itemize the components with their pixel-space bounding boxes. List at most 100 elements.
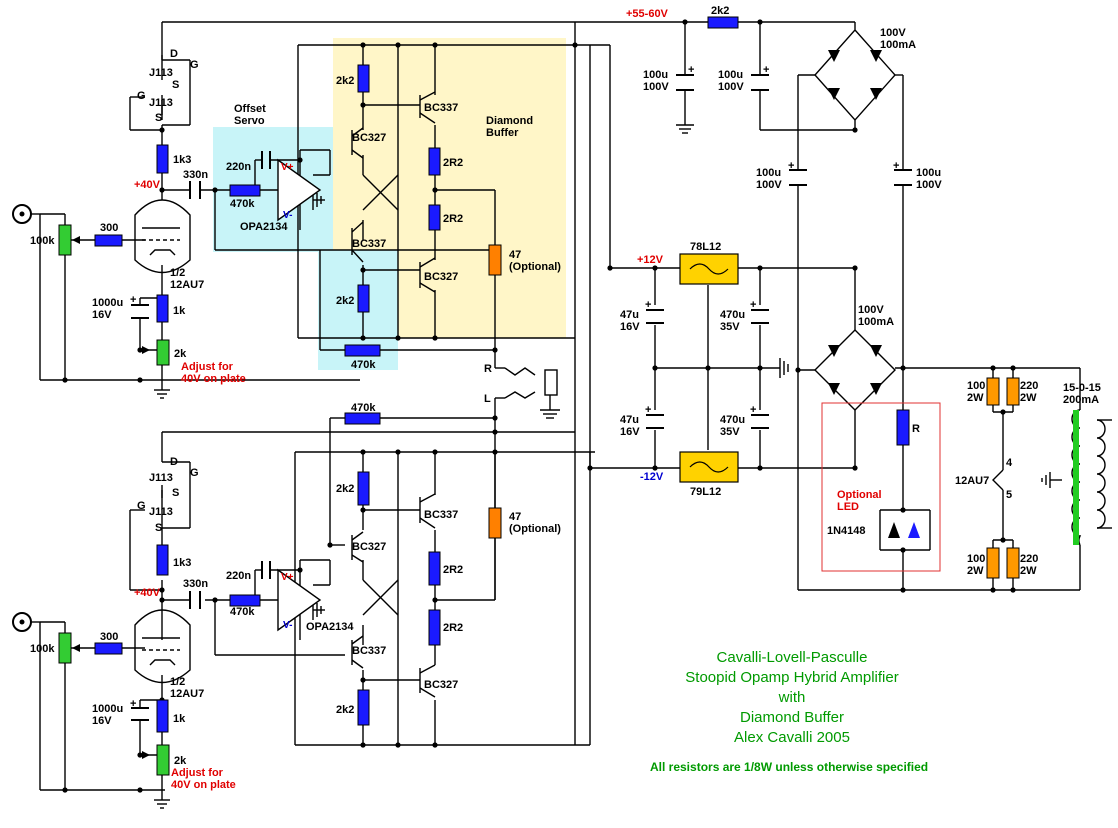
pin-d-3: D xyxy=(170,456,178,468)
input-jacks xyxy=(12,204,32,632)
capacitors xyxy=(131,74,912,721)
plus-7: + xyxy=(645,404,651,416)
opamp-label-2: OPA2134 xyxy=(306,621,354,633)
diode-label: 1N4148 xyxy=(827,525,866,537)
bc337-label-1: BC337 xyxy=(424,102,458,114)
r-47-label-2: 47(Optional) xyxy=(509,511,561,535)
transformer xyxy=(1071,409,1112,546)
supply-main-label: +55-60V xyxy=(626,8,669,20)
r-47-label-1: 47(Optional) xyxy=(509,249,561,273)
c-330n-label-2: 330n xyxy=(183,578,208,590)
wiring xyxy=(39,21,1081,800)
transistors xyxy=(161,55,436,698)
pin-s-1: S xyxy=(172,79,179,91)
r-2k2-label-1: 2k2 xyxy=(336,75,354,87)
title-line-3: with xyxy=(778,689,806,706)
r-2k2-label-2: 2k2 xyxy=(336,295,354,307)
pot-100k-label-1: 100k xyxy=(30,235,55,247)
plus40v-label-2: +40V xyxy=(134,587,161,599)
heater-pin5-label: 5 xyxy=(1006,489,1012,501)
r-470k-label-2: 470k xyxy=(351,359,376,371)
r-2k2-label-4: 2k2 xyxy=(336,704,354,716)
r-1k-label-2: 1k xyxy=(173,713,186,725)
plus-2: + xyxy=(763,64,769,76)
pin-g-3: G xyxy=(190,467,199,479)
optional-led-box xyxy=(821,402,941,572)
bc327-label-3: BC327 xyxy=(352,541,386,553)
vminus-label-1: V- xyxy=(283,210,292,221)
r-470k-label-4: 470k xyxy=(230,606,255,618)
diode-1n4148 xyxy=(888,522,900,538)
opamp-label-1: OPA2134 xyxy=(240,221,288,233)
pin-s-4: S xyxy=(155,522,162,534)
output-l-label: L xyxy=(484,393,491,405)
bc327-label-1: BC327 xyxy=(352,132,386,144)
bc337-label-3: BC337 xyxy=(424,509,458,521)
r-2k2-top-label: 2k2 xyxy=(711,5,729,17)
plus-6: + xyxy=(750,299,756,311)
jfet-label-2: J113 xyxy=(149,97,173,109)
bridge-diodes xyxy=(828,50,882,395)
reg-pos-label: 78L12 xyxy=(690,241,721,253)
plus-9: + xyxy=(130,294,136,306)
tubes xyxy=(134,199,191,684)
pin-s-3: S xyxy=(172,487,179,499)
potentiometers xyxy=(58,224,170,776)
plus-3: + xyxy=(788,160,794,172)
pot-2k-label-1: 2k xyxy=(174,348,187,360)
pin-g-4: G xyxy=(137,500,146,512)
title-line-1: Cavalli-Lovell-Pasculle xyxy=(717,649,868,666)
vplus-label-2: V+ xyxy=(281,572,294,583)
r-300-label-2: 300 xyxy=(100,631,118,643)
pin-g-1: G xyxy=(190,59,199,71)
c-220n-label-1: 220n xyxy=(226,161,251,173)
plus-10: + xyxy=(130,698,136,710)
title-block: Cavalli-Lovell-Pasculle Stoopid Opamp Hy… xyxy=(685,649,898,746)
orange-resistors xyxy=(488,244,1020,579)
output-r-label: R xyxy=(484,363,492,375)
heater-tube-label: 12AU7 xyxy=(955,475,989,487)
junction-dots xyxy=(62,19,1016,793)
heater-pin4-label: 4 xyxy=(1006,457,1013,469)
bc337-label-2: BC337 xyxy=(352,238,386,250)
title-line-2: Stoopid Opamp Hybrid Amplifier xyxy=(685,669,898,686)
r-2r2-label-4: 2R2 xyxy=(443,622,463,634)
plus-4: + xyxy=(893,160,899,172)
vminus-label-2: V- xyxy=(283,620,292,631)
pin-g-2: G xyxy=(137,90,146,102)
regulators xyxy=(679,253,739,483)
opamps xyxy=(277,158,322,632)
jfet-label-3: J113 xyxy=(149,472,173,484)
title-line-5: Alex Cavalli 2005 xyxy=(734,729,850,746)
pot-arrows xyxy=(72,236,150,759)
plus40v-label-1: +40V xyxy=(134,179,161,191)
r-1k-label-1: 1k xyxy=(173,305,186,317)
footnote: All resistors are 1/8W unless otherwise … xyxy=(650,760,928,774)
vplus-label-1: V+ xyxy=(281,162,294,173)
input-jack-leads xyxy=(31,213,40,623)
bc327-label-4: BC327 xyxy=(424,679,458,691)
r-1k3-label-2: 1k3 xyxy=(173,557,191,569)
pot-2k-label-2: 2k xyxy=(174,755,187,767)
